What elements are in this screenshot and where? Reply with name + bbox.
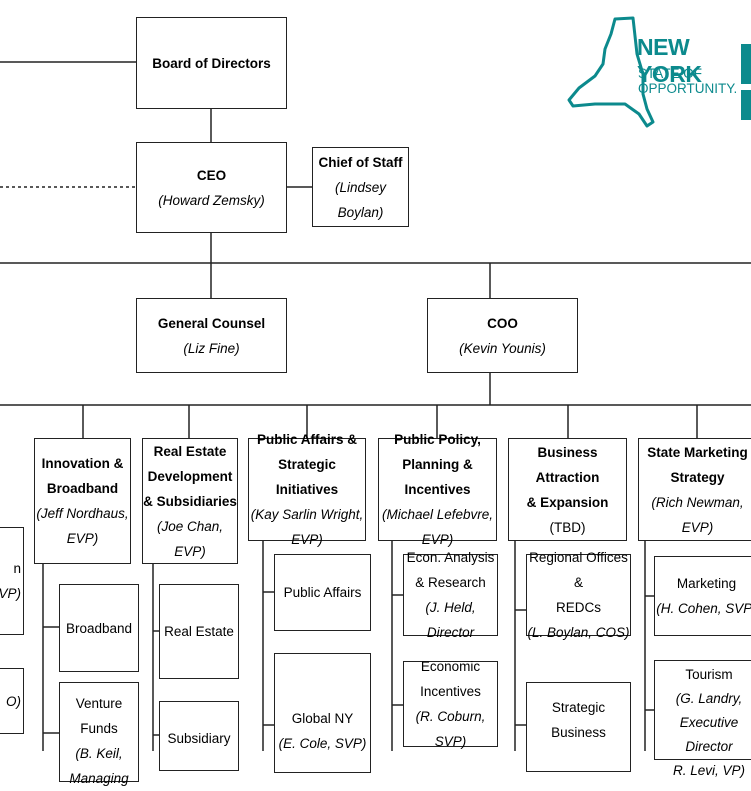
global-ny-title: Global NY <box>291 711 354 726</box>
ei-person: (R. Coburn, SVP) <box>415 709 486 749</box>
pp-person-2: EVP) <box>421 532 454 547</box>
pasi-person-1: (Kay Sarlin Wright, <box>250 507 364 522</box>
pp-person-1: (Michael Lefebvre, <box>381 507 494 522</box>
left-partial-2-line-1: O) <box>6 693 21 709</box>
coo-box[interactable]: COO (Kevin Younis) <box>427 298 578 373</box>
innovation-title-2: Broadband <box>46 481 119 496</box>
pp-title-1: Public Policy, <box>394 432 481 447</box>
red-title-3: & Subsidiaries <box>143 493 237 509</box>
ei-title-1: Economic <box>420 659 481 674</box>
tourism-person-3: R. Levi, VP) <box>672 763 746 778</box>
innovation-title-1: Innovation & <box>41 456 124 471</box>
chief-of-staff-person: (Lindsey Boylan) <box>334 179 387 220</box>
venture-funds-title: Venture Funds <box>75 696 123 736</box>
pasi-person-2: EVP) <box>291 532 323 547</box>
pasi-title-2: Strategic Initiatives <box>275 457 339 497</box>
coo-person: (Kevin Younis) <box>459 340 546 356</box>
tourism-person-2: Executive Director <box>679 715 739 754</box>
innovation-person-2: EVP) <box>66 531 99 546</box>
pasi-title-1: Public Affairs & <box>256 432 358 447</box>
venture-funds-person-1: (B. Keil, <box>75 746 123 761</box>
general-counsel-title: General Counsel <box>157 315 266 331</box>
logo-line-1: NEW YORK <box>637 34 702 87</box>
real-estate-title: Real Estate <box>164 624 234 639</box>
pp-title-2: Planning & Incentives <box>402 457 473 497</box>
ceo-title: CEO <box>196 167 227 183</box>
public-affairs-title: Public Affairs <box>283 585 362 600</box>
new-york-state-outline-icon <box>567 16 751 128</box>
red-title-2: Development <box>147 468 233 484</box>
sm-person: (Rich Newman, EVP) <box>651 494 744 535</box>
ba-title-1: Business Attraction <box>535 444 600 485</box>
board-title: Board of Directors <box>152 55 271 71</box>
board-of-directors-box[interactable]: Board of Directors <box>136 17 287 109</box>
business-attraction-box[interactable]: Business Attraction & Expansion (TBD) <box>508 438 627 541</box>
connector-lines <box>0 61 751 751</box>
regional-offices-box[interactable]: Regional Offices & REDCs (L. Boylan, COS… <box>526 550 631 640</box>
logo-line-2-3: STATE OF OPPORTUNITY. <box>638 66 738 96</box>
tourism-box[interactable]: Tourism (G. Landry, Executive Director R… <box>654 660 751 778</box>
economic-incentives-box[interactable]: Economic Incentives (R. Coburn, SVP) <box>403 659 498 749</box>
public-affairs-box[interactable]: Public Affairs <box>274 554 371 631</box>
subsidiary-title: Subsidiary <box>167 731 231 746</box>
ro-title-2: REDCs <box>555 600 601 615</box>
marketing-person: (H. Cohen, SVP) <box>656 601 751 616</box>
ceo-box[interactable]: CEO (Howard Zemsky) <box>136 142 287 233</box>
innovation-broadband-box[interactable]: Innovation & Broadband (Jeff Nordhaus, E… <box>34 438 131 564</box>
general-counsel-person: (Liz Fine) <box>183 340 240 356</box>
sb-title-2: Business <box>551 725 606 740</box>
venture-funds-box[interactable]: Venture Funds (B. Keil, Managing <box>59 682 139 786</box>
tourism-person-1: (G. Landry, <box>675 691 743 706</box>
global-ny-person: (E. Cole, SVP) <box>278 736 367 751</box>
coo-title: COO <box>487 315 518 331</box>
marketing-box[interactable]: Marketing (H. Cohen, SVP) <box>654 556 751 636</box>
ei-title-2: Incentives <box>420 684 481 699</box>
chief-of-staff-title: Chief of Staff <box>318 154 403 170</box>
strategic-business-box[interactable]: Strategic Business <box>526 682 631 772</box>
red-person: (Joe Chan, EVP) <box>156 518 224 559</box>
econ-title-2: & Research <box>415 575 486 590</box>
ro-title-1: Regional Offices & <box>529 550 628 590</box>
venture-funds-person-2: Managing <box>69 771 129 786</box>
left-partial-box-2[interactable]: O) <box>0 668 24 734</box>
general-counsel-box[interactable]: General Counsel (Liz Fine) <box>136 298 287 373</box>
innovation-person-1: (Jeff Nordhaus, <box>36 506 129 521</box>
ba-person: (TBD) <box>549 519 586 535</box>
real-estate-development-box[interactable]: Real Estate Development & Subsidiaries (… <box>142 438 238 564</box>
sm-title-2: Strategy <box>670 469 725 485</box>
public-affairs-strategic-initiatives-box[interactable]: Public Affairs & Strategic Initiatives (… <box>248 432 366 547</box>
sb-title-1: Strategic <box>551 700 606 715</box>
subsidiary-box[interactable]: Subsidiary <box>159 701 239 771</box>
global-ny-box[interactable]: Global NY (E. Cole, SVP) <box>274 653 371 773</box>
real-estate-box[interactable]: Real Estate <box>159 584 239 679</box>
econ-person: (J. Held, Director <box>425 600 476 640</box>
broadband-title: Broadband <box>65 620 133 636</box>
left-partial-1-line-1: n <box>13 561 21 576</box>
red-title-1: Real Estate <box>153 443 227 459</box>
public-policy-box[interactable]: Public Policy, Planning & Incentives (Mi… <box>378 432 497 547</box>
nys-logo: NEW YORK STATE OF OPPORTUNITY. <box>565 14 751 139</box>
tourism-title: Tourism <box>685 667 733 682</box>
marketing-title: Marketing <box>676 576 737 591</box>
broadband-box[interactable]: Broadband <box>59 584 139 672</box>
state-marketing-box[interactable]: State Marketing Strategy (Rich Newman, E… <box>638 438 751 541</box>
econ-analysis-box[interactable]: Econ. Analysis & Research (J. Held, Dire… <box>403 550 498 640</box>
ceo-person: (Howard Zemsky) <box>158 192 265 208</box>
econ-title-1: Econ. Analysis <box>406 550 495 565</box>
left-partial-1-line-2: VP) <box>0 586 21 601</box>
left-partial-box-1[interactable]: n VP) <box>0 527 24 635</box>
chief-of-staff-box[interactable]: Chief of Staff (Lindsey Boylan) <box>312 147 409 227</box>
ro-person: (L. Boylan, COS) <box>527 625 630 640</box>
sm-title-1: State Marketing <box>647 444 748 460</box>
ba-title-2: & Expansion <box>526 494 609 510</box>
